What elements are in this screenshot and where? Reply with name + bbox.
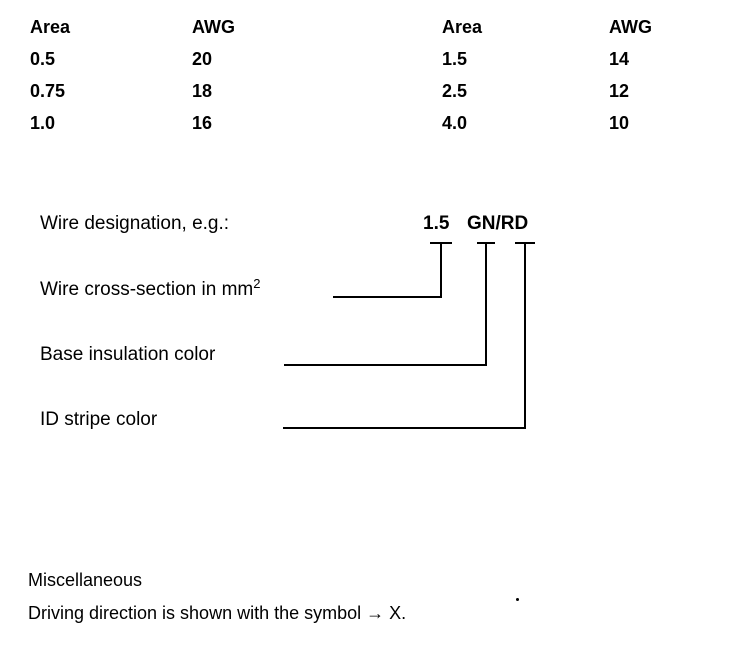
base-insulation-label: Base insulation color [40,344,216,365]
table-cell: 16 [192,113,213,133]
table-cell: 1.0 [30,113,56,133]
table-cell: 18 [192,81,213,101]
table-cell: 14 [609,49,630,69]
table-header-area-left: Area [30,17,71,37]
awg-conversion-table: Area AWG Area AWG 0.5 20 1.5 14 0.75 18 … [0,0,736,150]
designation-size-value: 1.5 [423,213,450,234]
cross-section-superscript: 2 [253,276,261,291]
table-cell: 4.0 [442,113,468,133]
miscellaneous-text: Driving direction is shown with the symb… [28,603,407,623]
cross-section-label: Wire cross-section in mm2 [40,276,261,302]
table-cell: 0.5 [30,49,56,69]
designation-colors-value: GN/RD [467,213,529,234]
id-stripe-label: ID stripe color [40,409,158,430]
table-cell: 20 [192,49,213,69]
table-cell: 2.5 [442,81,468,101]
table-header-area-right: Area [442,17,483,37]
miscellaneous-heading: Miscellaneous [28,570,143,590]
table-cell: 0.75 [30,81,66,101]
table-cell: 1.5 [442,49,468,69]
scan-dot-mark [516,598,519,601]
cross-section-text: Wire cross-section in mm [40,279,254,300]
table-header-awg-left: AWG [192,17,235,37]
table-cell: 12 [609,81,630,101]
table-header-awg-right: AWG [609,17,652,37]
designation-label: Wire designation, e.g.: [40,213,230,234]
table-cell: 10 [609,113,630,133]
